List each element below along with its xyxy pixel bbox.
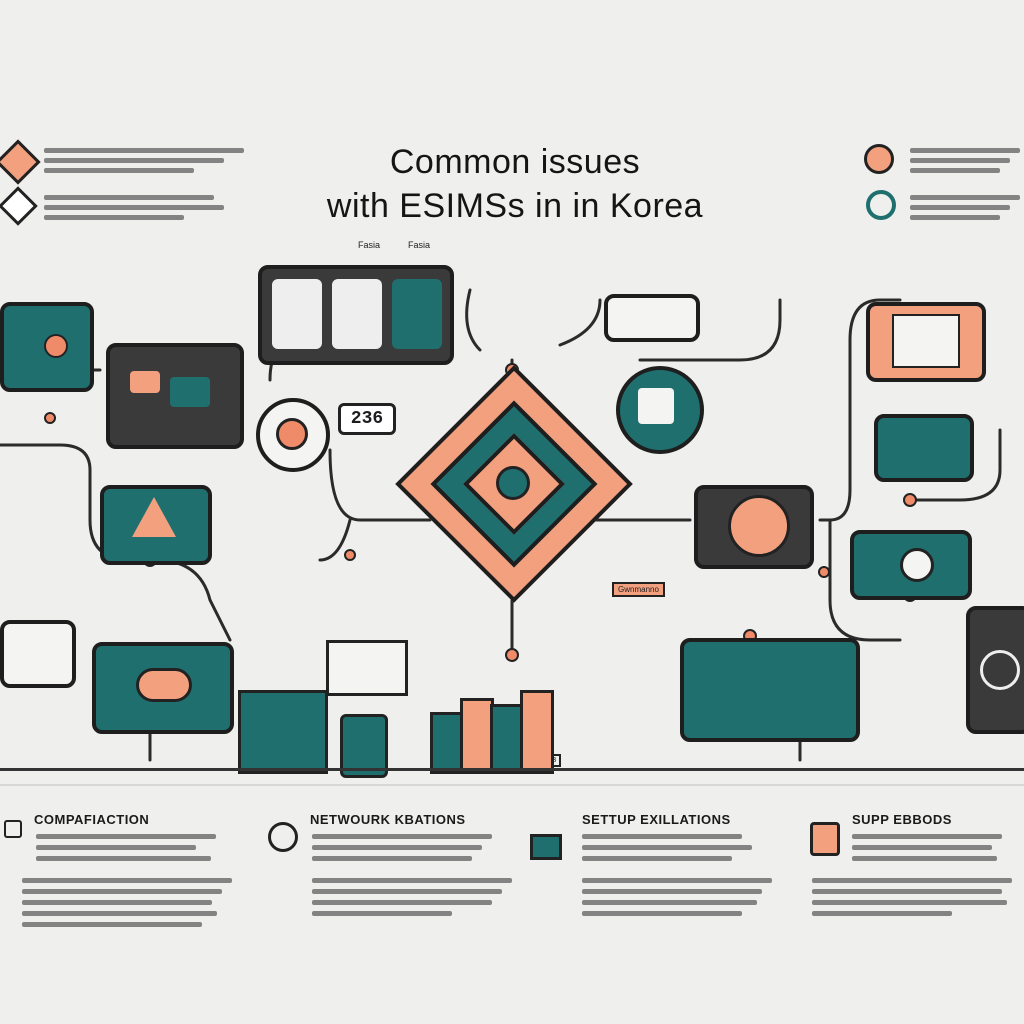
legend-top-right xyxy=(860,140,1024,240)
panel-map xyxy=(106,343,244,449)
setup-icon xyxy=(530,834,562,860)
category-label: COMPAFIACTION xyxy=(34,812,150,827)
number-badge: 236 xyxy=(338,403,396,435)
panel-phone-left xyxy=(0,302,94,392)
dial-center xyxy=(276,418,308,450)
signal-icon xyxy=(44,334,68,358)
center-label: Gwnmanno xyxy=(612,582,665,597)
title-line-1: Common issues xyxy=(389,143,641,181)
ground-line xyxy=(0,768,1024,771)
legend-top-left xyxy=(0,139,260,240)
network-icon xyxy=(268,822,298,852)
skyline xyxy=(430,690,570,774)
building xyxy=(460,698,494,774)
map-block xyxy=(170,377,210,407)
building xyxy=(430,712,464,774)
central-chip xyxy=(395,365,633,603)
chip-core-icon xyxy=(496,466,530,500)
disk-icon xyxy=(728,495,790,557)
house-icon xyxy=(326,640,408,696)
header-label: Fasia xyxy=(358,240,381,250)
panel-cloud xyxy=(92,642,234,734)
category-label: SETTUP EXILLATIONS xyxy=(582,812,731,827)
panel-router xyxy=(604,294,700,342)
lens-icon xyxy=(980,650,1020,690)
panel-circuit xyxy=(616,366,704,454)
panel-monitor xyxy=(680,638,860,742)
warning-icon xyxy=(132,497,176,537)
building xyxy=(520,690,554,774)
dial-icon xyxy=(256,398,330,472)
tablet-screen xyxy=(892,314,960,368)
cloud-icon xyxy=(136,668,192,702)
support-icon xyxy=(810,822,840,856)
support-icon xyxy=(900,548,934,582)
panel-support xyxy=(850,530,972,600)
phone-icon xyxy=(340,714,388,778)
panel-document xyxy=(0,620,76,688)
panel-tablet xyxy=(866,302,986,382)
map-block xyxy=(130,371,160,393)
title-line-2: with ESIMSs in in Korea xyxy=(326,187,704,225)
panel-warning xyxy=(100,485,212,565)
panel-phones xyxy=(258,265,454,365)
gear-icon xyxy=(864,144,894,174)
building xyxy=(490,704,524,774)
temple-building xyxy=(238,690,328,774)
sync-icon xyxy=(4,820,22,838)
category-label: NETWOURK KBATIONS xyxy=(310,812,466,827)
phone-screen xyxy=(392,279,442,349)
gear-icon xyxy=(866,190,896,220)
panel-disk xyxy=(694,485,814,569)
page-title: Common issues with ESIMSs in in Korea xyxy=(300,140,730,228)
panel-phone-right xyxy=(966,606,1024,734)
circuit-icon xyxy=(638,388,674,424)
phone-screen xyxy=(332,279,382,349)
category-label: SUPP EBBODS xyxy=(852,812,952,827)
phone-screen xyxy=(272,279,322,349)
divider-line xyxy=(0,784,1024,786)
header-label: Fasia xyxy=(408,240,431,250)
panel-connect xyxy=(874,414,974,482)
